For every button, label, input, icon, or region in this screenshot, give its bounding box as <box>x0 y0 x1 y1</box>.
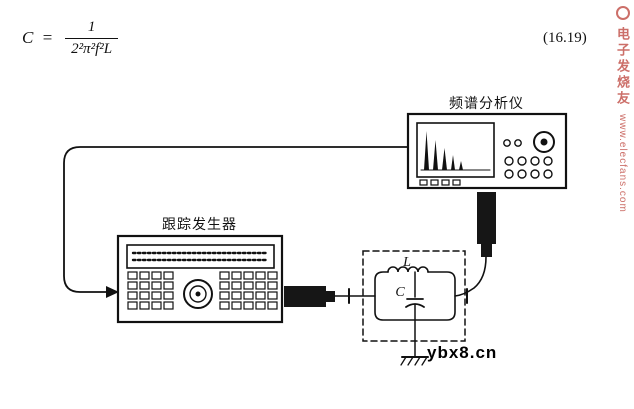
generator-keypad-right <box>219 271 278 310</box>
inductor-symbol <box>387 266 429 273</box>
watermark-url: www.elecfans.com <box>617 114 628 213</box>
formula: C = 1 2²π²f²L <box>22 18 119 59</box>
watermark-sidebar: 电子发烧友 www.elecfans.com <box>613 6 632 213</box>
formula-lhs: C = <box>22 28 56 48</box>
equation-number: (16.19) <box>543 30 587 46</box>
formula-numerator: 1 <box>87 19 96 35</box>
tracking-generator <box>116 234 284 324</box>
dut-box <box>362 250 466 342</box>
tracking-generator-label: 跟踪发生器 <box>162 216 237 232</box>
cable-analyzer-to-generator <box>63 146 409 293</box>
analyzer-knob <box>533 131 555 153</box>
capacitor-label: C <box>395 285 405 300</box>
brand-logo-icon <box>615 6 630 20</box>
ground-symbol <box>400 319 429 366</box>
watermark-brand: 电子发烧友 <box>615 27 630 107</box>
dut-dashed-outline <box>362 250 466 342</box>
watermark-center: ybx8.cn <box>427 343 498 362</box>
analyzer-bottom-buttons <box>419 179 461 186</box>
formula-denominator: 2²π²f²L <box>65 37 119 59</box>
spectrum-analyzer <box>406 112 568 190</box>
analyzer-probe <box>454 192 496 304</box>
spectrum-analyzer-label: 频谱分析仪 <box>449 95 524 111</box>
analyzer-screen <box>416 122 495 178</box>
generator-probe <box>284 286 376 307</box>
spectrum-peaks <box>424 131 463 170</box>
generator-display <box>126 244 275 269</box>
formula-fraction: 1 2²π²f²L <box>65 18 119 59</box>
inductor-label: L <box>402 255 411 270</box>
generator-knob <box>183 279 213 309</box>
generator-keypad-left <box>127 271 174 310</box>
analyzer-buttons <box>504 156 553 179</box>
cable-arrowhead-icon <box>106 286 119 298</box>
